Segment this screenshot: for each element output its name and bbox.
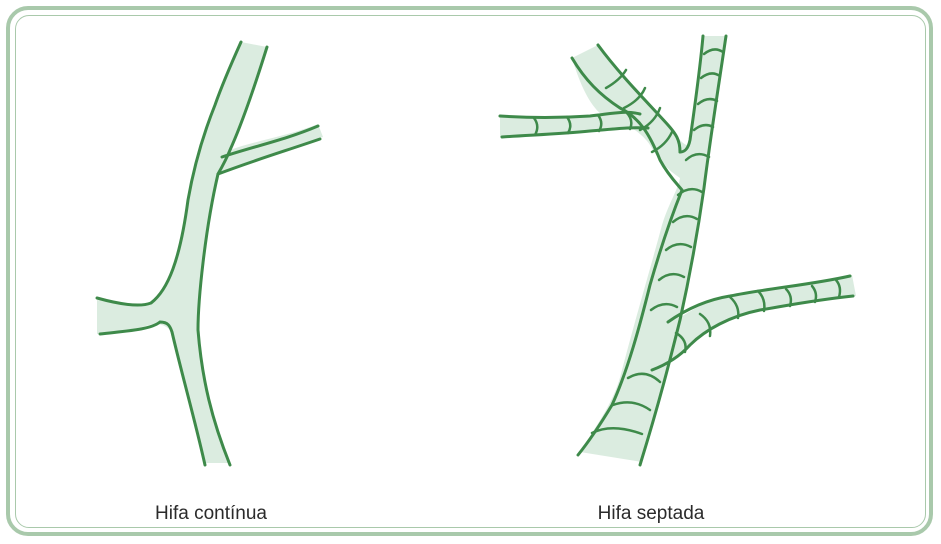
caption-septate-hypha: Hifa septada — [598, 503, 705, 525]
continuous-hypha — [97, 42, 323, 465]
caption-continuous-hypha: Hifa contínua — [155, 503, 267, 525]
septate-hypha — [500, 36, 856, 465]
